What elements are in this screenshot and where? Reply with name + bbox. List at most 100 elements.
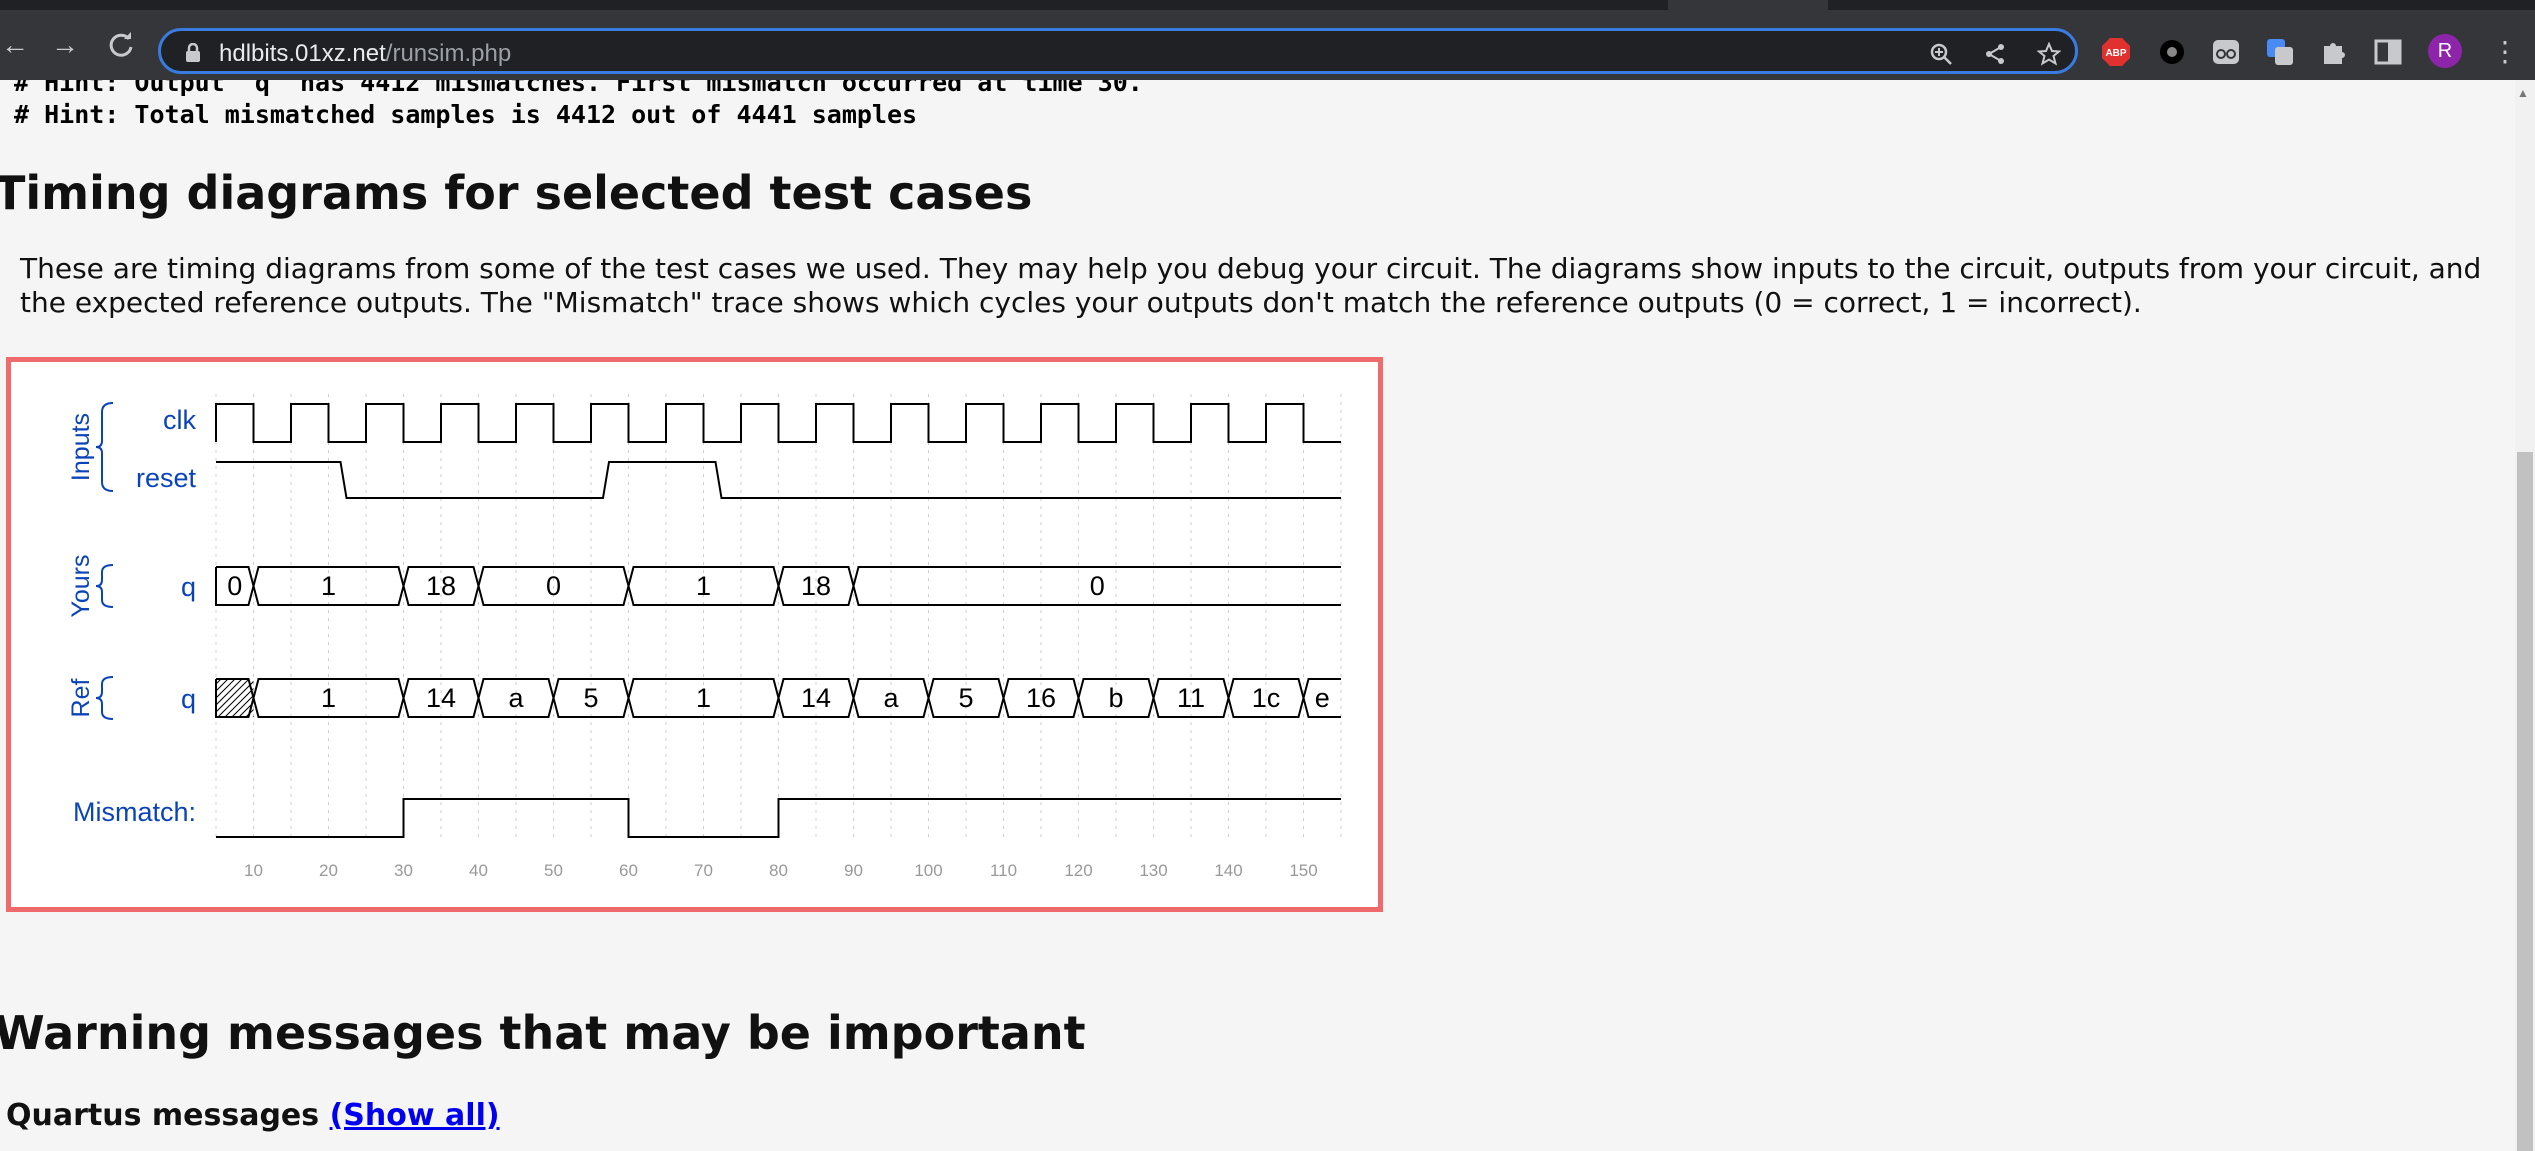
hatch-line <box>281 679 319 717</box>
ref-q-segment <box>215 678 255 718</box>
yours-q-value: 0 <box>227 571 242 601</box>
time-tick-label: 90 <box>844 861 863 880</box>
hatch-line <box>216 679 243 706</box>
log-line-partial: # Hint: Output 'q' has 4412 mismatches. … <box>14 68 1143 97</box>
time-tick-label: 20 <box>319 861 338 880</box>
yours-q-value: 1 <box>321 571 336 601</box>
timing-svg: Inputs Yours Ref clk reset q q Mismatch:… <box>67 394 1342 880</box>
tab-strip <box>0 0 2535 10</box>
time-tick-label: 150 <box>1289 861 1317 880</box>
time-tick-label: 40 <box>469 861 488 880</box>
ref-q-value: 16 <box>1026 683 1056 713</box>
signal-label-yours-q: q <box>181 572 196 602</box>
side-panel-icon[interactable] <box>2373 37 2403 67</box>
yours-q-value: 0 <box>546 571 561 601</box>
browser-toolbar: ← → hdlbits.01xz.net/runsim.php ABP R ⋮ <box>0 10 2535 80</box>
translate-extension-icon[interactable] <box>2265 37 2295 67</box>
yours-q-value: 18 <box>426 571 456 601</box>
ref-q-value: 11 <box>1177 683 1205 713</box>
time-tick-label: 30 <box>394 861 413 880</box>
time-tick-label: 100 <box>914 861 942 880</box>
reload-icon[interactable] <box>106 30 136 60</box>
hatch-line <box>267 679 305 717</box>
time-tick-label: 10 <box>244 861 263 880</box>
clk-trace <box>215 403 1341 443</box>
timing-diagram: Inputs Yours Ref clk reset q q Mismatch:… <box>6 357 1383 912</box>
warnings-heading: Warning messages that may be important <box>0 1006 1086 1060</box>
glasses-extension-icon[interactable] <box>2211 37 2241 67</box>
ref-q-value: 1 <box>321 683 336 713</box>
menu-kebab-icon[interactable]: ⋮ <box>2491 36 2519 67</box>
show-all-link[interactable]: (Show all) <box>329 1098 500 1133</box>
ref-q-value: b <box>1108 683 1123 713</box>
scroll-up-arrow-icon[interactable]: ▲ <box>2517 86 2529 100</box>
adblock-plus-icon[interactable]: ABP <box>2101 37 2131 67</box>
zoom-icon[interactable] <box>1929 42 1953 71</box>
group-label-yours: Yours <box>67 554 95 617</box>
ref-q-value: a <box>883 683 899 713</box>
forward-icon[interactable]: → <box>51 29 79 60</box>
signal-label-mismatch: Mismatch: <box>73 797 196 827</box>
quartus-label: Quartus messages <box>6 1098 320 1133</box>
time-tick-label: 130 <box>1139 861 1167 880</box>
yours-q-value: 0 <box>1090 571 1105 601</box>
group-label-ref: Ref <box>67 678 95 717</box>
ref-q-value: 14 <box>801 683 831 713</box>
back-icon[interactable]: ← <box>1 29 29 60</box>
hatch-line <box>252 715 254 717</box>
hatch-line <box>238 701 254 717</box>
hatch-line <box>216 679 236 699</box>
ref-q-value: 14 <box>426 683 456 713</box>
ref-q-value: e <box>1315 683 1330 713</box>
group-label-inputs: Inputs <box>67 413 95 481</box>
scrollbar-thumb[interactable] <box>2517 452 2533 1151</box>
mismatch-waveform <box>216 798 1341 838</box>
bookmark-star-icon[interactable] <box>2036 41 2062 71</box>
adblock-label: ABP <box>2105 48 2126 59</box>
ref-q-value: 1c <box>1252 683 1281 713</box>
lock-icon[interactable] <box>185 42 201 68</box>
yours-q-segment <box>852 566 1341 606</box>
share-icon[interactable] <box>1983 42 2007 71</box>
time-tick-label: 110 <box>990 861 1017 880</box>
url-path: /runsim.php <box>385 40 512 67</box>
time-tick-label: 120 <box>1064 861 1092 880</box>
time-tick-label: 80 <box>769 861 788 880</box>
inputs-brace <box>95 402 114 492</box>
ref-q-value: a <box>508 683 524 713</box>
hatch-line <box>245 708 254 717</box>
ref-q-value: 5 <box>583 683 598 713</box>
ref-q-value: 5 <box>958 683 973 713</box>
circle-extension-icon[interactable] <box>2157 37 2187 67</box>
hatch-line <box>216 679 229 692</box>
url-host: hdlbits.01xz.net <box>219 40 386 67</box>
quartus-messages-line: Quartus messages (Show all) <box>6 1098 500 1133</box>
hatch-line <box>216 679 250 713</box>
reset-waveform <box>216 461 1341 499</box>
ref-q-segment <box>1302 678 1341 718</box>
ref-q-value: 1 <box>696 683 711 713</box>
yours-brace <box>95 564 114 608</box>
timing-heading: Timing diagrams for selected test cases <box>0 166 1033 220</box>
time-tick-label: 140 <box>1214 861 1242 880</box>
profile-avatar[interactable]: R <box>2428 34 2462 68</box>
ref-brace <box>95 676 114 720</box>
time-tick-label: 70 <box>694 861 713 880</box>
yours-q-value: 1 <box>696 571 711 601</box>
signal-label-clk: clk <box>163 405 196 435</box>
puzzle-extension-icon[interactable] <box>2319 37 2349 67</box>
hatch-line <box>231 694 254 717</box>
tab-active[interactable] <box>1668 0 1828 10</box>
hatch-line <box>224 687 254 717</box>
url-text: hdlbits.01xz.net/runsim.php <box>219 40 511 68</box>
signal-label-reset: reset <box>136 463 197 493</box>
address-bar[interactable]: hdlbits.01xz.net/runsim.php <box>158 28 2078 74</box>
log-line-total: # Hint: Total mismatched samples is 4412… <box>14 100 918 129</box>
signal-label-ref-q: q <box>181 684 196 714</box>
reset-trace <box>216 461 1341 499</box>
hatch-line <box>260 679 298 717</box>
timing-description: These are timing diagrams from some of t… <box>20 252 2482 319</box>
time-tick-label: 60 <box>619 861 638 880</box>
